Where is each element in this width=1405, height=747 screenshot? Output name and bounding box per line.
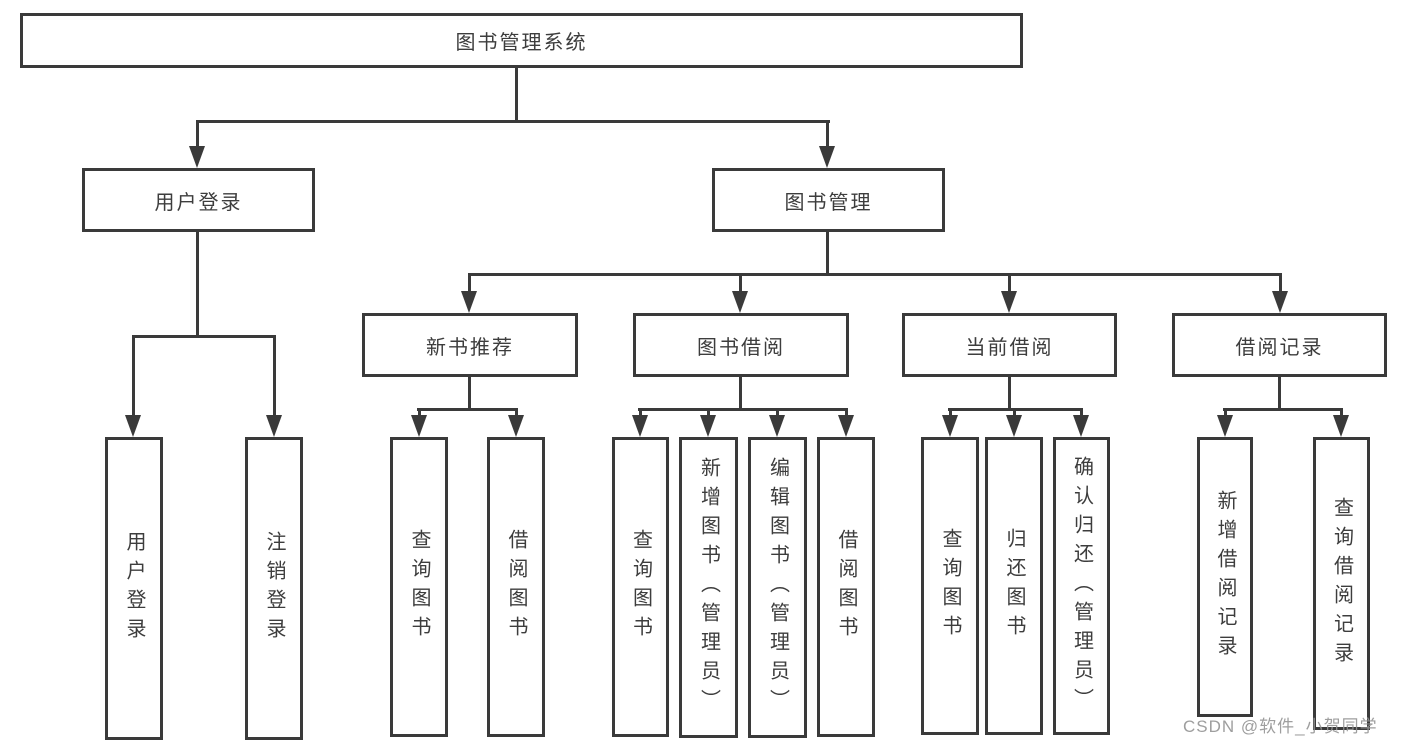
leaf-logout: 注销登录 [245, 437, 303, 740]
leaf-borrow-books: 借阅图书 [817, 437, 875, 737]
connector-drop-line [1008, 273, 1011, 293]
connector-horizontal-line [196, 120, 830, 123]
leaf-user-login: 用户登录 [105, 437, 163, 740]
arrow-down-icon [1073, 415, 1089, 437]
connector-vertical-line [826, 232, 829, 273]
connector-drop-line [707, 408, 710, 417]
arrow-down-icon [942, 415, 958, 437]
connector-drop-line [826, 120, 829, 148]
node-book-management: 图书管理 [712, 168, 945, 232]
node-user-login: 用户登录 [82, 168, 315, 232]
arrow-down-icon [1217, 415, 1233, 437]
node-new-book-recommendation: 新书推荐 [362, 313, 578, 377]
leaf-return-books: 归还图书 [985, 437, 1043, 735]
connector-drop-line [132, 335, 135, 417]
arrow-down-icon [411, 415, 427, 437]
arrow-down-icon [189, 146, 205, 168]
leaf-add-books-admin: 新增图书（管理员） [679, 437, 738, 738]
connector-horizontal-line [132, 335, 275, 338]
leaf-query-books-recommend: 查询图书 [390, 437, 448, 737]
leaf-borrow-books-recommend: 借阅图书 [487, 437, 545, 737]
connector-vertical-line [739, 377, 742, 408]
arrow-down-icon [125, 415, 141, 437]
leaf-edit-books-admin: 编辑图书（管理员） [748, 437, 807, 738]
arrow-down-icon [461, 291, 477, 313]
connector-vertical-line [515, 68, 518, 120]
connector-horizontal-line [1223, 408, 1342, 411]
watermark: CSDN @软件_小贺同学 [1183, 717, 1378, 736]
connector-drop-line [418, 408, 421, 417]
leaf-query-books-borrowing: 查询图书 [612, 437, 669, 737]
connector-drop-line [739, 273, 742, 293]
arrow-down-icon [700, 415, 716, 437]
connector-drop-line [776, 408, 779, 417]
connector-drop-line [949, 408, 952, 417]
connector-vertical-line [196, 232, 199, 335]
connector-drop-line [1340, 408, 1343, 417]
arrow-down-icon [838, 415, 854, 437]
connector-vertical-line [468, 377, 471, 408]
node-book-borrowing: 图书借阅 [633, 313, 849, 377]
node-library-management-system: 图书管理系统 [20, 13, 1023, 68]
arrow-down-icon [508, 415, 524, 437]
leaf-query-borrow-record: 查询借阅记录 [1313, 437, 1370, 730]
arrow-down-icon [632, 415, 648, 437]
connector-drop-line [196, 120, 199, 148]
leaf-confirm-return-admin: 确认归还（管理员） [1053, 437, 1110, 735]
arrow-down-icon [732, 291, 748, 313]
arrow-down-icon [266, 415, 282, 437]
node-borrowing-records: 借阅记录 [1172, 313, 1387, 377]
connector-drop-line [1013, 408, 1016, 417]
leaf-query-books-current: 查询图书 [921, 437, 979, 735]
connector-drop-line [515, 408, 518, 417]
arrow-down-icon [819, 146, 835, 168]
connector-drop-line [273, 335, 276, 417]
connector-horizontal-line [417, 408, 517, 411]
arrow-down-icon [1272, 291, 1288, 313]
arrow-down-icon [1006, 415, 1022, 437]
arrow-down-icon [1333, 415, 1349, 437]
connector-vertical-line [1008, 377, 1011, 408]
connector-horizontal-line [468, 273, 1281, 276]
connector-drop-line [639, 408, 642, 417]
connector-vertical-line [1278, 377, 1281, 408]
connector-horizontal-line [638, 408, 847, 411]
connector-drop-line [1224, 408, 1227, 417]
connector-drop-line [468, 273, 471, 293]
leaf-add-borrow-record: 新增借阅记录 [1197, 437, 1253, 717]
arrow-down-icon [1001, 291, 1017, 313]
connector-drop-line [1279, 273, 1282, 293]
connector-drop-line [845, 408, 848, 417]
connector-drop-line [1080, 408, 1083, 417]
node-current-borrowing: 当前借阅 [902, 313, 1117, 377]
arrow-down-icon [769, 415, 785, 437]
